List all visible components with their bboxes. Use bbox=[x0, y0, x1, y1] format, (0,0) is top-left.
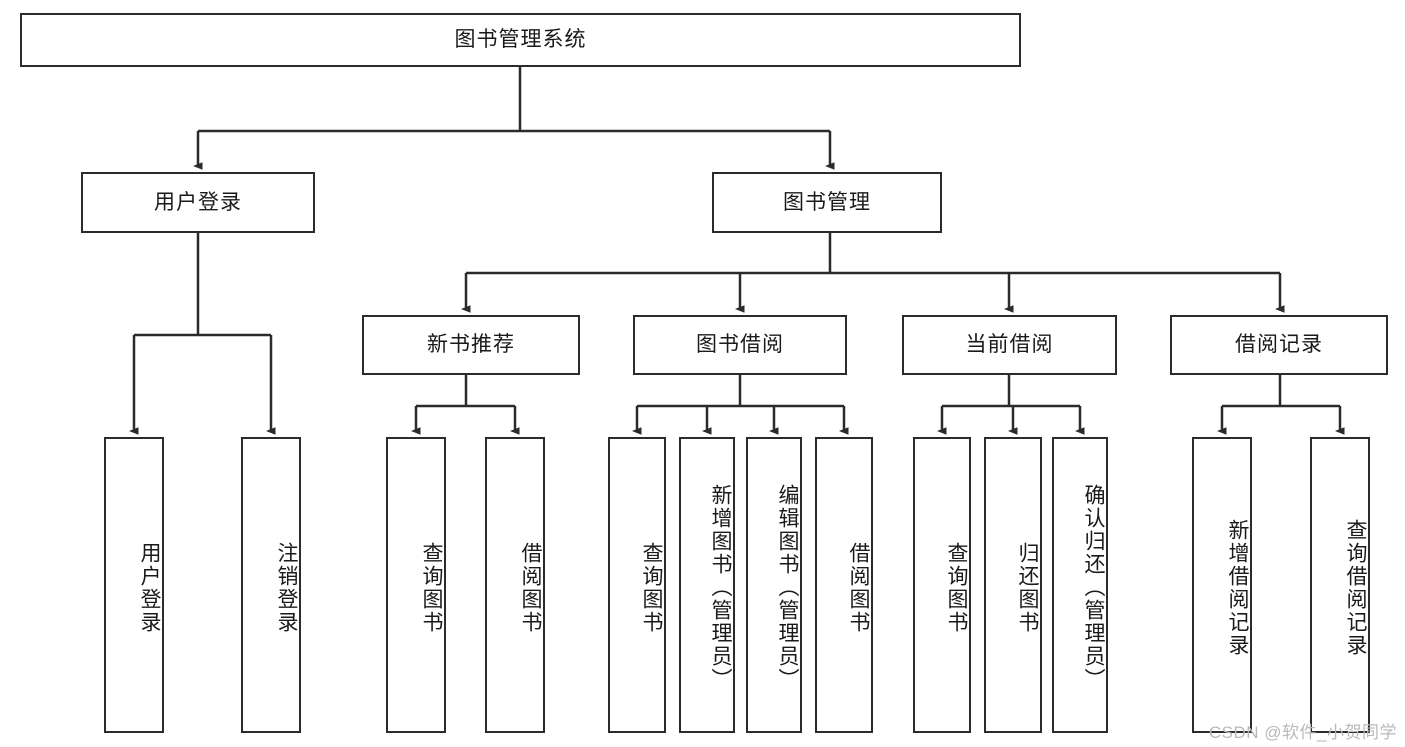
node-borrow-record-label: 借阅记录 bbox=[1235, 333, 1323, 357]
node-leaf-user-login[interactable]: 用户登录 bbox=[104, 437, 164, 733]
node-book-manage[interactable]: 图书管理 bbox=[712, 172, 942, 233]
node-book-borrow[interactable]: 图书借阅 bbox=[633, 315, 847, 375]
node-new-book-recommend-label: 新书推荐 bbox=[427, 333, 515, 357]
node-leaf-return-book[interactable]: 归还图书 bbox=[984, 437, 1042, 733]
node-leaf-edit-book[interactable]: 编辑图书（管理员） bbox=[746, 437, 802, 733]
node-leaf-borrow-book-1[interactable]: 借阅图书 bbox=[485, 437, 545, 733]
node-leaf-query-book-1[interactable]: 查询图书 bbox=[386, 437, 446, 733]
node-user-login[interactable]: 用户登录 bbox=[81, 172, 315, 233]
node-leaf-confirm-return[interactable]: 确认归还（管理员） bbox=[1052, 437, 1108, 733]
node-leaf-edit-book-label: 编辑图书（管理员） bbox=[776, 483, 799, 691]
node-leaf-query-book-2[interactable]: 查询图书 bbox=[608, 437, 666, 733]
node-leaf-logout-label: 注销登录 bbox=[275, 542, 298, 634]
node-root-label: 图书管理系统 bbox=[454, 28, 587, 52]
node-leaf-query-book-3[interactable]: 查询图书 bbox=[913, 437, 971, 733]
node-leaf-add-record[interactable]: 新增借阅记录 bbox=[1192, 437, 1252, 733]
node-leaf-query-book-3-label: 查询图书 bbox=[945, 542, 968, 634]
node-leaf-query-record-label: 查询借阅记录 bbox=[1344, 519, 1367, 657]
node-root[interactable]: 图书管理系统 bbox=[20, 13, 1021, 67]
node-leaf-return-book-label: 归还图书 bbox=[1016, 542, 1039, 634]
csdn-watermark: CSDN @软件_小贺同学 bbox=[1208, 723, 1397, 742]
node-leaf-add-book[interactable]: 新增图书（管理员） bbox=[679, 437, 735, 733]
node-book-borrow-label: 图书借阅 bbox=[696, 333, 784, 357]
node-leaf-query-record[interactable]: 查询借阅记录 bbox=[1310, 437, 1370, 733]
node-leaf-confirm-return-label: 确认归还（管理员） bbox=[1082, 483, 1105, 691]
node-leaf-borrow-book-1-label: 借阅图书 bbox=[519, 542, 542, 634]
node-leaf-user-login-label: 用户登录 bbox=[138, 542, 161, 634]
node-leaf-query-book-2-label: 查询图书 bbox=[640, 542, 663, 634]
node-leaf-logout[interactable]: 注销登录 bbox=[241, 437, 301, 733]
node-leaf-query-book-1-label: 查询图书 bbox=[420, 542, 443, 634]
node-leaf-add-book-label: 新增图书（管理员） bbox=[709, 483, 732, 691]
node-user-login-label: 用户登录 bbox=[154, 190, 242, 214]
node-leaf-add-record-label: 新增借阅记录 bbox=[1226, 519, 1249, 657]
node-leaf-borrow-book-2-label: 借阅图书 bbox=[847, 542, 870, 634]
node-book-manage-label: 图书管理 bbox=[783, 190, 871, 214]
node-borrow-record[interactable]: 借阅记录 bbox=[1170, 315, 1388, 375]
node-current-borrow-label: 当前借阅 bbox=[965, 333, 1054, 357]
node-current-borrow[interactable]: 当前借阅 bbox=[902, 315, 1117, 375]
node-leaf-borrow-book-2[interactable]: 借阅图书 bbox=[815, 437, 873, 733]
node-new-book-recommend[interactable]: 新书推荐 bbox=[362, 315, 580, 375]
